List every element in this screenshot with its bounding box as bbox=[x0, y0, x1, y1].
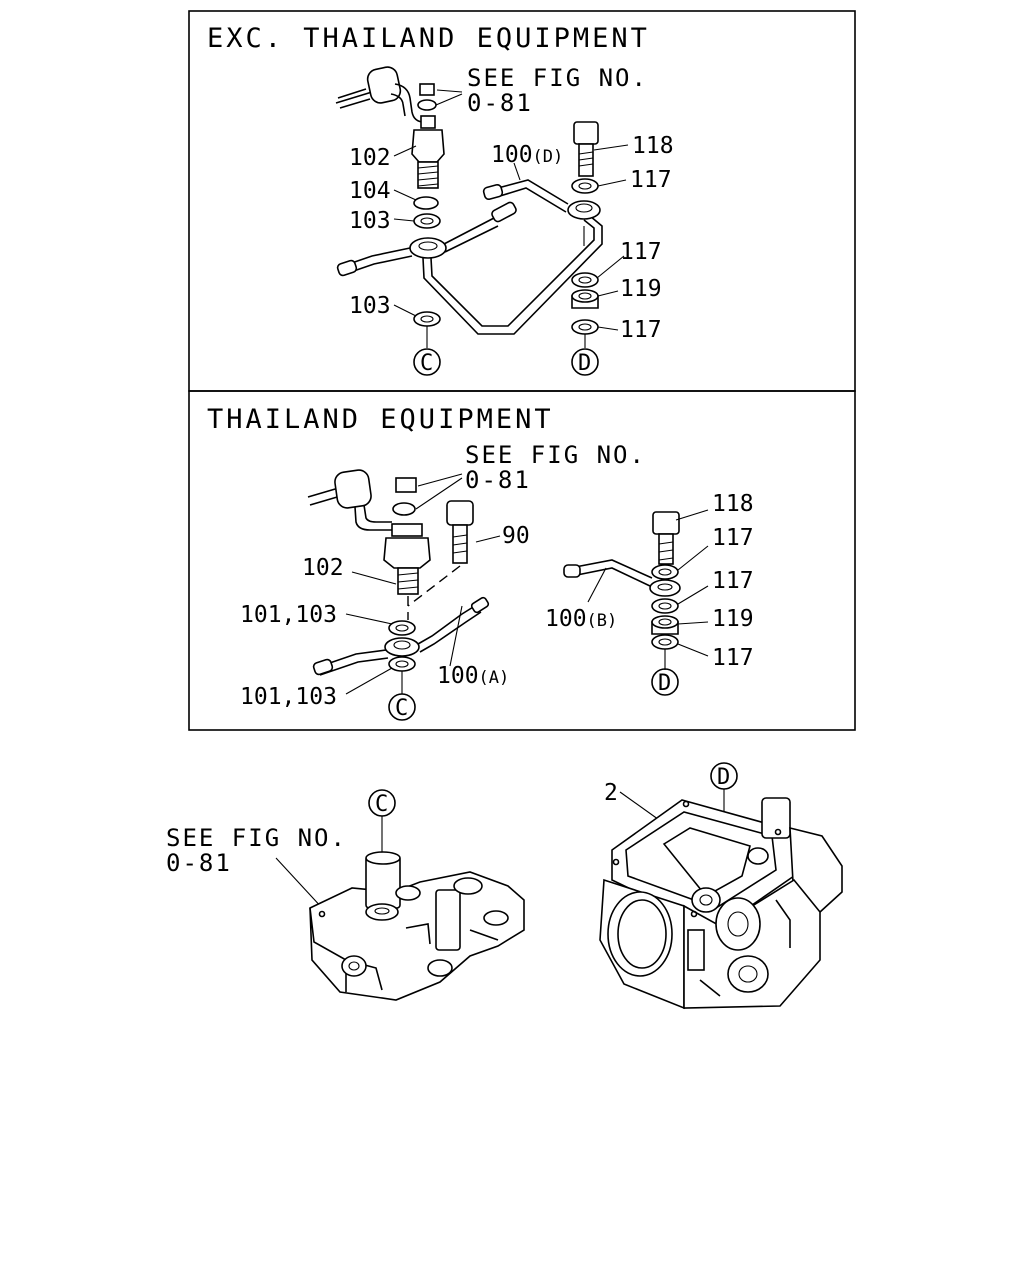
middle-label-100b: 100(B) bbox=[545, 606, 617, 632]
top-label-102: 102 bbox=[349, 145, 391, 171]
middle-label-100a-num: 100 bbox=[437, 663, 479, 689]
bottom-connector-c-letter: C bbox=[375, 792, 388, 817]
pump-top-cover-drawing bbox=[309, 851, 525, 1001]
top-label-100d-num: 100 bbox=[491, 142, 533, 168]
middle-see-fig-line1: SEE FIG NO. bbox=[465, 441, 646, 469]
top-washer-103a bbox=[413, 213, 441, 229]
middle-nozzle-sensor-drawing bbox=[307, 469, 417, 531]
middle-connector-d-letter: D bbox=[658, 671, 671, 696]
middle-label-117c: 117 bbox=[712, 645, 754, 671]
middle-label-100a-sub: (A) bbox=[479, 668, 510, 688]
middle-spacer-119 bbox=[651, 615, 679, 635]
top-panel: EXC. THAILAND EQUIPMENT SEE FIG NO. 0-81 bbox=[207, 23, 674, 376]
middle-washer-101-103b bbox=[388, 656, 416, 672]
middle-washer-117a bbox=[651, 564, 679, 580]
top-washer-117a bbox=[571, 178, 599, 194]
middle-panel-header: THAILAND EQUIPMENT bbox=[207, 404, 554, 435]
middle-eye-bolt-90 bbox=[446, 500, 474, 564]
top-nut-washer-drawing bbox=[417, 83, 437, 111]
middle-connector-d: D bbox=[651, 668, 679, 696]
top-label-103a: 103 bbox=[349, 208, 391, 234]
top-spacer-119 bbox=[571, 289, 599, 309]
top-label-103b: 103 bbox=[349, 293, 391, 319]
middle-label-117b: 117 bbox=[712, 568, 754, 594]
middle-eye-fitting bbox=[649, 579, 681, 597]
top-pipe-left bbox=[336, 201, 517, 277]
governor-housing-drawing bbox=[599, 797, 843, 1010]
middle-label-100a: 100(A) bbox=[437, 663, 509, 689]
middle-nozzle-holder-102 bbox=[383, 523, 431, 595]
bottom-see-fig-line2: 0-81 bbox=[166, 849, 232, 877]
bottom-connector-c: C bbox=[368, 789, 396, 817]
bottom-connector-d: D bbox=[710, 762, 738, 790]
top-label-117b: 117 bbox=[620, 239, 662, 265]
top-see-fig-line2: 0-81 bbox=[467, 89, 533, 117]
middle-label-100b-sub: (B) bbox=[587, 611, 618, 631]
bottom-section: SEE FIG NO. 0-81 C 2 bbox=[166, 762, 843, 1010]
top-washer-103b bbox=[413, 311, 441, 327]
middle-label-119: 119 bbox=[712, 606, 754, 632]
middle-pipe-100b bbox=[563, 559, 653, 587]
top-pipe-100d bbox=[422, 179, 603, 335]
middle-label-101-103b: 101,103 bbox=[240, 684, 337, 710]
middle-connector-c: C bbox=[388, 693, 416, 721]
middle-label-118: 118 bbox=[712, 491, 754, 517]
middle-panel-frame bbox=[188, 390, 856, 731]
top-label-119: 119 bbox=[620, 276, 662, 302]
bottom-see-fig-line1: SEE FIG NO. bbox=[166, 824, 347, 852]
middle-label-90: 90 bbox=[502, 523, 530, 549]
top-connector-d-letter: D bbox=[578, 351, 591, 376]
top-connector-c: C bbox=[413, 348, 441, 376]
middle-label-100b-num: 100 bbox=[545, 606, 587, 632]
top-label-118: 118 bbox=[632, 133, 674, 159]
bottom-connector-d-letter: D bbox=[717, 765, 730, 790]
top-panel-header: EXC. THAILAND EQUIPMENT bbox=[207, 23, 650, 54]
bottom-label-2: 2 bbox=[604, 780, 618, 806]
top-label-100d-sub: (D) bbox=[533, 147, 564, 167]
top-label-117c: 117 bbox=[620, 317, 662, 343]
middle-washer-101-103a bbox=[388, 620, 416, 636]
top-eye-bolt-118 bbox=[573, 121, 599, 177]
top-see-fig-line1: SEE FIG NO. bbox=[467, 64, 648, 92]
middle-label-102: 102 bbox=[302, 555, 344, 581]
middle-connector-c-letter: C bbox=[395, 696, 408, 721]
middle-eye-bolt-118 bbox=[652, 511, 680, 565]
middle-washer-117c bbox=[651, 634, 679, 650]
top-washer-117c bbox=[571, 319, 599, 335]
top-label-104: 104 bbox=[349, 178, 391, 204]
top-connector-c-letter: C bbox=[420, 351, 433, 376]
middle-see-fig-line2: 0-81 bbox=[465, 466, 531, 494]
middle-label-101-103a: 101,103 bbox=[240, 602, 337, 628]
top-washer-117b bbox=[571, 272, 599, 288]
middle-washer-117b bbox=[651, 598, 679, 614]
middle-pipe-100a bbox=[312, 596, 490, 676]
top-label-117a: 117 bbox=[630, 167, 672, 193]
middle-label-117a: 117 bbox=[712, 525, 754, 551]
top-label-100d: 100(D) bbox=[491, 142, 563, 168]
top-nozzle-holder-102 bbox=[411, 115, 445, 189]
middle-panel: THAILAND EQUIPMENT SEE FIG NO. 0-81 bbox=[207, 404, 754, 721]
top-nozzle-sensor-drawing bbox=[335, 66, 425, 123]
top-connector-d: D bbox=[571, 348, 599, 376]
top-o-ring-104 bbox=[413, 196, 439, 210]
